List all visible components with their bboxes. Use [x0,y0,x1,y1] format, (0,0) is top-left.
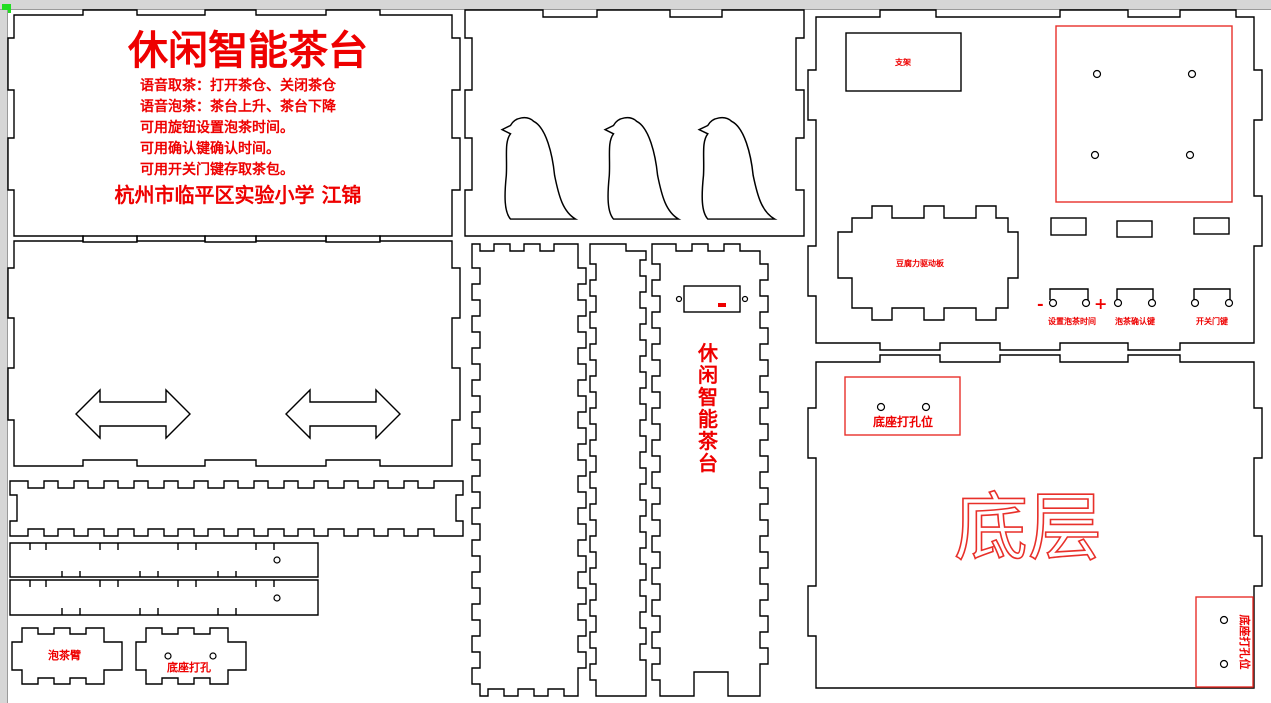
strip-long[interactable] [9,480,464,537]
tea-arm-label: 泡茶臂 [48,648,81,662]
penguin-icon [501,116,577,220]
driver-board-label: 豆腐力驱动板 [896,258,945,268]
mount-hole [675,295,683,303]
drill-area-label-2: 底座打孔位 [1238,615,1252,670]
bracket-label: 支架 [894,57,911,67]
mount-hole [1090,150,1100,160]
minus-sign: - [1037,294,1044,313]
strip-short-2[interactable] [9,579,319,616]
display-slot [1193,217,1230,235]
side-strip-2[interactable] [589,243,647,697]
product-title: 休闲智能茶台 [127,27,368,74]
button-hole [1048,298,1058,308]
side-strip-label: 休 闲 智 能 茶 台 [697,341,719,475]
panel-bottom-layer[interactable] [807,354,1263,689]
button-hole [1081,298,1091,308]
mount-hole [1185,150,1195,160]
side-strip-char-1: 休 [697,341,719,365]
door-button-label: 开关门键 [1196,316,1228,326]
button-hole [1190,298,1200,308]
penguin-icon [604,116,680,220]
drill-area-label-1: 底座打孔位 [873,414,933,429]
panel-title-board[interactable] [7,9,461,243]
mount-hole [273,594,281,602]
credit-line: 杭州市临平区实验小学 江锦 [115,183,362,207]
drill-area-2 [1195,596,1254,688]
mount-hole [1219,615,1229,625]
part-tea-arm[interactable] [11,627,123,685]
feature-line-4: 可用确认键确认时间。 [140,140,280,157]
button-bracket-2 [1116,288,1154,300]
display-slot [1050,217,1087,236]
side-strip-3[interactable] [651,243,769,697]
strip-short-1[interactable] [9,542,319,578]
mount-hole [741,295,749,303]
button-bracket-3 [1193,288,1231,300]
bottom-layer-title: 底层 [954,485,1102,571]
part-base-drill[interactable] [135,627,247,685]
button-hole [1147,298,1157,308]
side-strip-1[interactable] [471,243,587,697]
penguin-icon [698,116,776,220]
feature-line-2: 语音泡茶：茶台上升、茶台下降 [140,98,337,115]
panel-penguins[interactable] [464,9,805,237]
mount-hole [1187,69,1197,79]
speaker-frame [1055,25,1233,203]
switch-slot [683,285,741,313]
driver-board-outline [837,205,1019,321]
base-drill-label: 底座打孔 [167,660,211,674]
plus-sign: + [1094,294,1107,313]
side-strip-char-3: 智 [698,385,718,409]
drill-area-1 [844,376,961,436]
mount-hole [209,652,217,660]
feature-line-5: 可用开关门键存取茶包。 [140,161,294,178]
mount-hole [1219,659,1229,669]
confirm-label: 泡茶确认键 [1115,316,1155,326]
button-hole [1224,298,1234,308]
mount-hole [164,652,172,660]
red-mark [718,303,726,307]
time-set-label: 设置泡茶时间 [1048,316,1096,326]
panel-control[interactable] [807,9,1263,351]
double-arrow-icon [285,388,401,440]
mount-hole [1092,69,1102,79]
mount-hole [921,402,931,412]
feature-line-3: 可用旋钮设置泡茶时间。 [140,119,294,136]
mount-hole [876,402,886,412]
double-arrow-icon [75,388,191,440]
mount-hole [273,556,281,564]
side-strip-char-5: 茶 [698,429,719,453]
window-left-ruler [0,10,8,703]
button-bracket-1 [1049,288,1089,300]
side-strip-char-4: 能 [698,407,718,431]
bracket-slot [845,32,962,92]
feature-line-1: 语音取茶：打开茶仓、关闭茶仓 [140,77,337,94]
button-hole [1113,298,1123,308]
panel-arrows[interactable] [7,235,461,467]
select-corner-handle[interactable] [2,4,11,13]
display-slot [1116,220,1153,238]
side-strip-char-6: 台 [698,451,718,475]
side-strip-char-2: 闲 [698,363,718,387]
